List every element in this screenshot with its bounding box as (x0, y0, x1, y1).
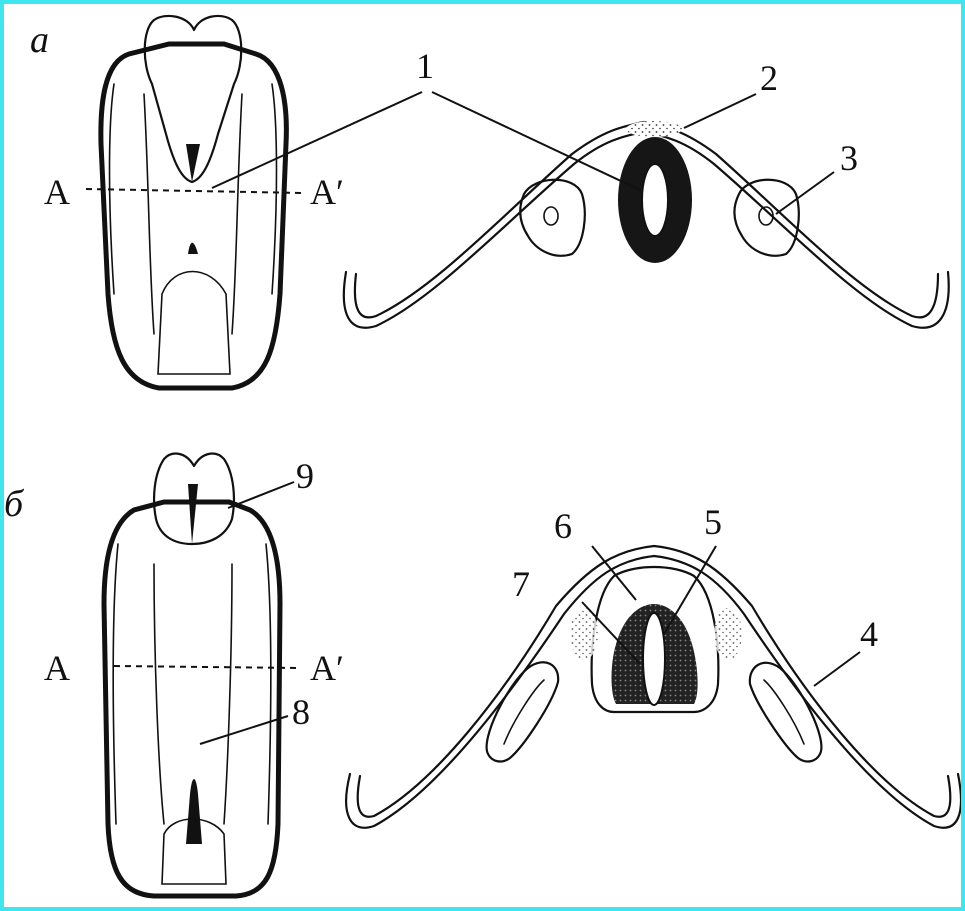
callout-5: 5 (704, 502, 722, 542)
callout-3: 3 (840, 138, 858, 178)
callout-4: 4 (860, 614, 878, 654)
panel-b-section-right: A′ (310, 648, 344, 688)
panel-b-section-left: A (44, 648, 70, 688)
callout-9: 9 (296, 456, 314, 496)
panel-b-letter: б (4, 483, 25, 525)
panel-a-section-left: A (44, 172, 70, 212)
embryo-diagram: a A A′ 1 2 3 б A A′ 9 8 (4, 4, 961, 907)
callout-1: 1 (416, 46, 434, 86)
panel-b-cross-section (346, 546, 961, 828)
panel-a-letter: a (30, 19, 49, 61)
callout-8: 8 (292, 692, 310, 732)
callout-2: 2 (760, 58, 778, 98)
callout-7: 7 (512, 564, 530, 604)
callout-6: 6 (554, 506, 572, 546)
figure-frame: a A A′ 1 2 3 б A A′ 9 8 (4, 4, 961, 907)
panel-a-embryo (86, 16, 304, 388)
panel-a-section-right: A′ (310, 172, 344, 212)
panel-b-embryo (104, 454, 300, 896)
